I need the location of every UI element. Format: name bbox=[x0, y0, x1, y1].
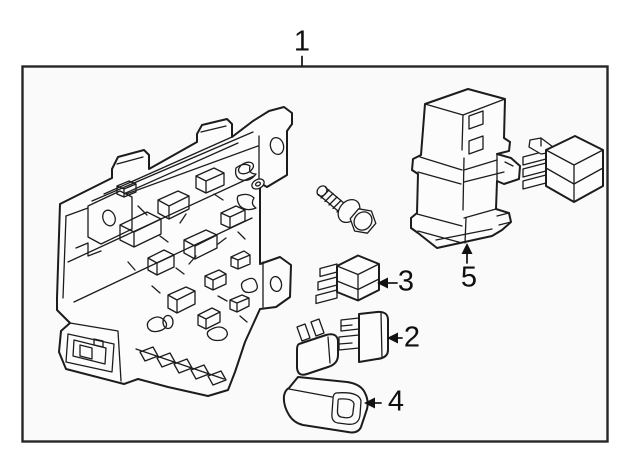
callout-arrowhead-2 bbox=[387, 332, 398, 344]
screw-tab-hole bbox=[102, 209, 116, 227]
rib bbox=[190, 364, 210, 380]
relay-block-window bbox=[468, 135, 484, 155]
mini-fuse-blade bbox=[310, 318, 325, 337]
fuse-drawing bbox=[338, 310, 389, 363]
relay-block-tab-lines bbox=[496, 212, 512, 226]
relay-block-band bbox=[417, 156, 505, 185]
callout-arrowhead-4 bbox=[364, 397, 375, 409]
mini-fuse-blade bbox=[296, 323, 311, 342]
body-outline bbox=[56, 106, 293, 397]
callout-label-2: 2 bbox=[403, 321, 421, 354]
socket-tab bbox=[93, 338, 104, 348]
callout-arrowhead-5 bbox=[461, 243, 473, 254]
relay-block-arm-lines bbox=[496, 153, 514, 182]
face-hole bbox=[162, 314, 174, 330]
bracket-boss-hole bbox=[254, 181, 262, 187]
left-edge bbox=[62, 215, 67, 299]
fuse-blade-step bbox=[340, 324, 353, 327]
callout-label-4: 4 bbox=[387, 385, 405, 418]
fuse-blade-step bbox=[338, 342, 353, 345]
fuse-blade bbox=[340, 317, 360, 332]
mini-fuse-body bbox=[296, 333, 339, 376]
bracket-boss bbox=[251, 178, 265, 190]
rib bbox=[207, 370, 227, 386]
mini-fuse-drawing bbox=[296, 318, 339, 376]
relay-block-front-edge bbox=[461, 114, 467, 244]
relay-block-lower-band bbox=[416, 208, 497, 244]
tab-line bbox=[116, 156, 144, 165]
bracket-hole bbox=[269, 136, 285, 156]
screw-tab bbox=[87, 190, 133, 245]
relay-block-bottom-edge bbox=[435, 228, 493, 241]
callout-arrows bbox=[301, 55, 473, 409]
rail-channel bbox=[109, 142, 239, 201]
rib bbox=[139, 346, 159, 362]
fuse-blade bbox=[338, 334, 360, 351]
mounting-bolt-drawing bbox=[316, 185, 377, 234]
cover-drawing bbox=[282, 376, 369, 434]
rail-channel bbox=[103, 136, 233, 195]
callout-label-1: 1 bbox=[293, 25, 311, 58]
cover-edge bbox=[288, 388, 333, 398]
fuse-body bbox=[358, 310, 389, 363]
cover-opening-inner bbox=[336, 398, 355, 419]
rib bbox=[156, 352, 176, 368]
cover-opening-outer bbox=[331, 392, 362, 425]
small-relay-parting-line bbox=[545, 167, 604, 185]
fuse-body-edge bbox=[380, 311, 383, 360]
lower-bracket-hole bbox=[269, 275, 283, 293]
bolt-threads bbox=[320, 189, 346, 213]
mini-fuse-edge bbox=[327, 336, 331, 364]
bolt-head-top bbox=[353, 211, 373, 231]
relay-pin bbox=[315, 289, 338, 305]
relay-parting-line bbox=[336, 278, 380, 291]
rib bbox=[173, 358, 193, 374]
cover-outline bbox=[282, 376, 369, 434]
tab-line bbox=[200, 125, 227, 133]
callout-label-3: 3 bbox=[397, 265, 415, 298]
rail-line bbox=[91, 131, 254, 202]
line-art bbox=[56, 55, 604, 434]
fuse-box-assembly-drawing bbox=[56, 106, 293, 397]
callout-label-5: 5 bbox=[460, 261, 478, 294]
relay-block-drawing bbox=[410, 88, 521, 249]
relay-top-edge bbox=[336, 263, 380, 302]
callout-arrowhead-3 bbox=[377, 277, 388, 289]
socket-edge bbox=[69, 322, 122, 382]
internal-fuse-cubes bbox=[116, 167, 251, 330]
socket-notch bbox=[79, 344, 93, 360]
relay-block-window bbox=[468, 110, 484, 130]
molded-detail bbox=[127, 163, 258, 342]
small-relay-drawing bbox=[522, 135, 604, 203]
relay-drawing bbox=[315, 254, 380, 305]
step-line bbox=[75, 242, 102, 257]
